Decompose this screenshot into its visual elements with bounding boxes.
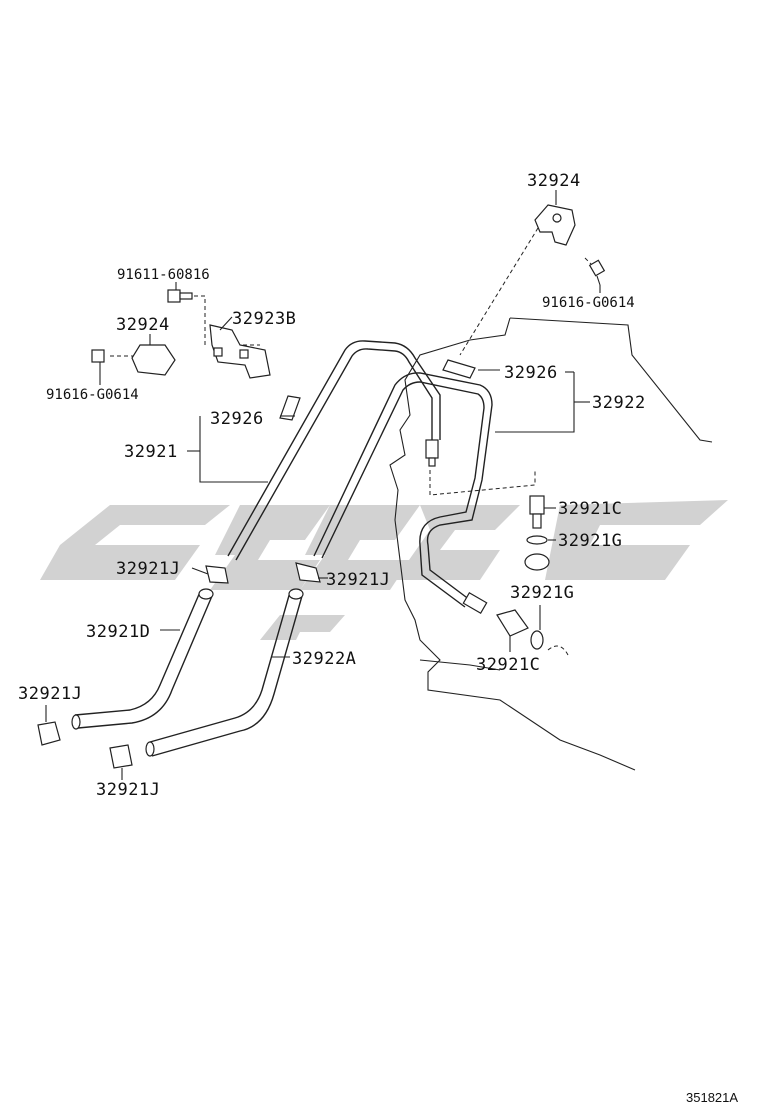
fitting-32921C-bottom (496, 609, 569, 656)
label-32926-right: 32926 (504, 363, 558, 383)
hose-32921D (71, 588, 214, 730)
label-32926-left: 32926 (210, 409, 264, 429)
label-32923B: 32923B (232, 309, 296, 329)
label-32921J-left: 32921J (116, 559, 180, 579)
label-32921G-bottom: 32921G (510, 583, 574, 603)
label-32921D: 32921D (86, 622, 150, 642)
clamp-32924-top (534, 204, 606, 286)
label-32921J-lower-left: 32921J (18, 684, 82, 704)
clamp-32921J-mid (295, 562, 321, 583)
label-91611: 91611-60816 (117, 267, 210, 283)
clamp-32924-left (91, 344, 176, 376)
bolt-91611 (167, 289, 193, 303)
oring-32921G-top (524, 535, 550, 571)
label-32921J-mid: 32921J (326, 570, 390, 590)
label-32921: 32921 (124, 442, 178, 462)
hose-32922A (145, 588, 304, 757)
clamp-32921J-left (205, 565, 229, 584)
label-32924-top: 32924 (527, 171, 581, 191)
clamp-32921J-bottom (109, 744, 133, 769)
pipe-32922 (313, 372, 493, 615)
label-32921C-bottom: 32921C (476, 655, 540, 675)
label-32921J-bottom: 32921J (96, 780, 160, 800)
oring-32921G-bottom (530, 630, 544, 650)
clamp-32921J-lower-left (37, 721, 61, 746)
pipe-32921 (227, 340, 441, 561)
label-32922A: 32922A (292, 649, 356, 669)
label-32924-left: 32924 (116, 315, 170, 335)
label-32921C-top: 32921C (558, 499, 622, 519)
part-labels: 32924 91616-G0614 91611-60816 32924 3292… (18, 171, 738, 1105)
label-32922: 32922 (592, 393, 646, 413)
leader-lines (45, 190, 601, 780)
sleeve-32926-left (279, 395, 301, 421)
label-91616-left: 91616-G0614 (46, 387, 139, 403)
label-91616-top: 91616-G0614 (542, 295, 635, 311)
figure-number: 351821A (686, 1090, 738, 1105)
bracket-32923B (209, 324, 271, 379)
fitting-32921C-top (529, 495, 545, 529)
sleeve-32926-right (442, 359, 476, 379)
label-32921G-top: 32921G (558, 531, 622, 551)
